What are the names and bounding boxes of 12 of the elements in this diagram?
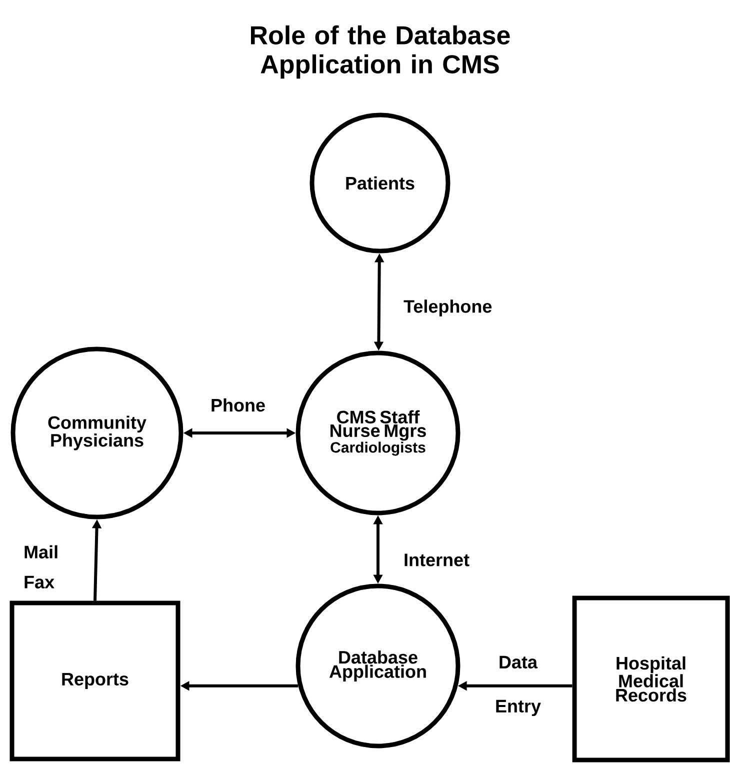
edge-label: Internet [404, 554, 470, 566]
edge-label: Mail Fax [24, 545, 58, 588]
circle-node: Community Physicians [10, 346, 184, 520]
circle-node: Database Application [296, 584, 460, 748]
circle-node: Patients [310, 112, 450, 254]
edge-label: Telephone [404, 300, 492, 316]
circle-node: CMS Staff Nurse Mgrs Cardiologists [296, 350, 460, 516]
title: Role of the Database Application in CMS [251, 25, 510, 79]
edge-label: Phone [212, 398, 265, 412]
box-node: Reports [10, 600, 180, 762]
box-node: Hospital Medical Records [572, 596, 730, 762]
edge-label: Data Entry [496, 656, 541, 716]
